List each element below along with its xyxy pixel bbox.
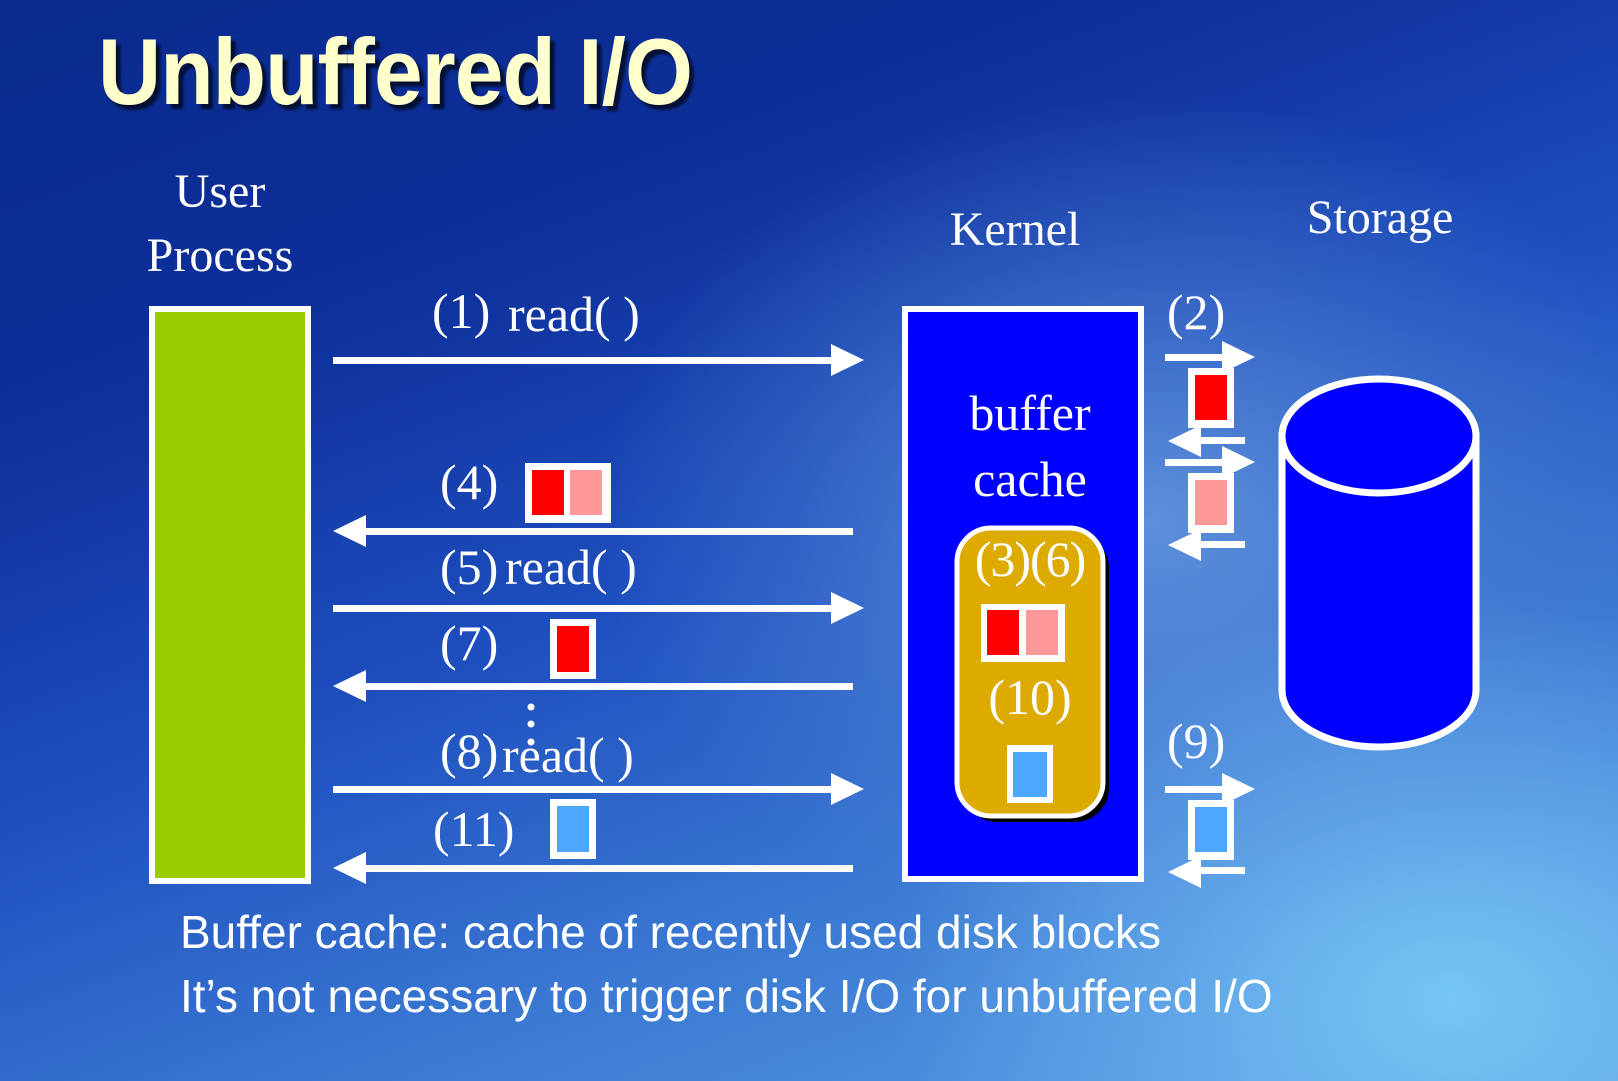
block-pink	[1195, 480, 1227, 525]
user-process-label-line1: User	[174, 165, 266, 218]
arrow-return-7	[333, 670, 853, 702]
arrow-return-4	[333, 515, 853, 547]
step-8-call: read( )	[502, 727, 634, 783]
kernel-label: Kernel	[949, 203, 1081, 256]
block-blue	[1195, 807, 1227, 852]
disk-transfer-pink	[1165, 446, 1255, 561]
returned-block-pair-4	[525, 463, 611, 523]
footer-line-2: It’s not necessary to trigger disk I/O f…	[180, 970, 1273, 1022]
step-8-label: (8)	[440, 723, 499, 779]
arrow-return-11	[333, 852, 853, 884]
block-red	[532, 470, 564, 515]
buffer-cache-box	[954, 525, 1106, 819]
cache-block-single	[1007, 745, 1053, 803]
cache-block-blue	[1013, 752, 1047, 797]
step-11-label: (11)	[433, 801, 515, 857]
arrow-read-1	[333, 344, 864, 376]
step-5-label: (5)	[440, 539, 499, 595]
returned-block-7	[550, 619, 596, 679]
disk-transfer-blue	[1165, 773, 1255, 888]
arrow-read-5	[333, 592, 864, 624]
ellipsis-dots	[527, 703, 535, 746]
storage-cylinder	[1278, 375, 1480, 751]
step-2-label: (2)	[1167, 284, 1226, 340]
block-pink	[570, 470, 602, 515]
step-4-label: (4)	[440, 454, 499, 510]
user-process-box	[149, 306, 311, 884]
block-red	[557, 626, 589, 672]
cache-block-red	[987, 610, 1019, 655]
slide-title: Unbuffered I/O	[98, 19, 693, 124]
storage-label: Storage	[1306, 191, 1454, 244]
cache-block-pair	[981, 604, 1065, 662]
user-process-label: User Process	[120, 160, 320, 288]
cache-step-3-6-label: (3)(6)	[974, 531, 1087, 587]
buffer-cache-label-line2: cache	[973, 451, 1087, 507]
cache-step-10-label: (10)	[988, 669, 1072, 725]
footer-line-1: Buffer cache: cache of recently used dis…	[180, 906, 1162, 958]
step-5-call: read( )	[505, 539, 637, 595]
disk-transfer-red	[1165, 341, 1255, 457]
user-process-label-line2: Process	[146, 229, 294, 282]
block-red	[1195, 375, 1227, 420]
step-7-label: (7)	[440, 615, 499, 671]
footer-notes: Buffer cache: cache of recently used dis…	[180, 900, 1273, 1028]
buffer-cache-label-line1: buffer	[969, 385, 1091, 441]
step-1-call: read( )	[508, 286, 640, 342]
step-9-label: (9)	[1167, 713, 1226, 769]
step-1-label: (1)	[432, 283, 491, 339]
block-blue	[557, 806, 589, 852]
arrow-read-8	[333, 773, 864, 805]
cache-block-pink	[1026, 610, 1058, 655]
returned-block-11	[550, 799, 596, 859]
